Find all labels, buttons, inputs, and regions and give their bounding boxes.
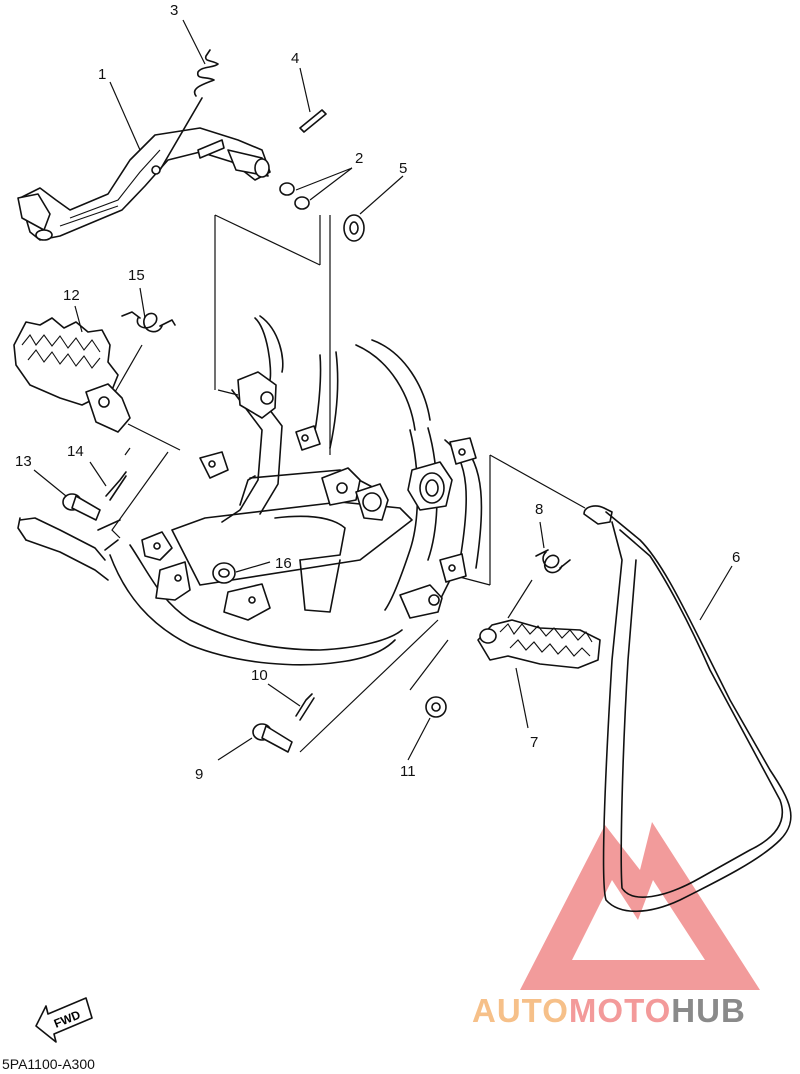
brake-pedal <box>17 127 271 241</box>
fwd-arrow-icon: FWD <box>35 997 93 1043</box>
callout-11: 11 <box>400 763 416 780</box>
o-ring-upper <box>279 182 295 196</box>
footrest-spring-left <box>121 311 176 333</box>
callout-8: 8 <box>535 501 543 518</box>
callout-13: 13 <box>15 453 32 470</box>
washer-5 <box>343 214 365 242</box>
footrest-pin-right <box>252 693 315 753</box>
footrest-spring-right <box>535 549 571 574</box>
leader-lines <box>33 19 733 761</box>
footrest-pin-left <box>62 471 127 521</box>
callout-12: 12 <box>63 287 80 304</box>
callout-labels: 1 2 3 4 5 6 7 8 9 10 11 12 13 14 15 16 <box>15 2 740 783</box>
footrest-right <box>477 619 601 669</box>
assembly-guide-lines <box>214 214 586 586</box>
callout-3: 3 <box>170 2 178 19</box>
callout-15: 15 <box>128 267 145 284</box>
callout-16: 16 <box>275 555 292 572</box>
callout-6: 6 <box>732 549 740 566</box>
footrest-left <box>13 317 131 433</box>
callout-10: 10 <box>251 667 268 684</box>
callout-9: 9 <box>195 766 203 783</box>
washer-11 <box>425 696 447 718</box>
watermark-logo-icon <box>520 822 760 990</box>
cotter-pin-4 <box>299 109 327 133</box>
watermark-brand-text: AUTOMOTOHUB <box>472 992 746 1029</box>
callout-7: 7 <box>530 734 538 751</box>
o-ring-lower <box>294 196 310 210</box>
collar-16 <box>212 562 236 584</box>
sidestand <box>583 505 792 913</box>
callout-2: 2 <box>355 150 363 167</box>
callout-4: 4 <box>291 50 299 67</box>
callout-5: 5 <box>399 160 407 177</box>
callout-1: 1 <box>98 66 106 83</box>
callout-14: 14 <box>67 443 84 460</box>
part-code: 5PA1100-A300 <box>2 1056 95 1072</box>
brake-return-spring <box>159 49 219 171</box>
